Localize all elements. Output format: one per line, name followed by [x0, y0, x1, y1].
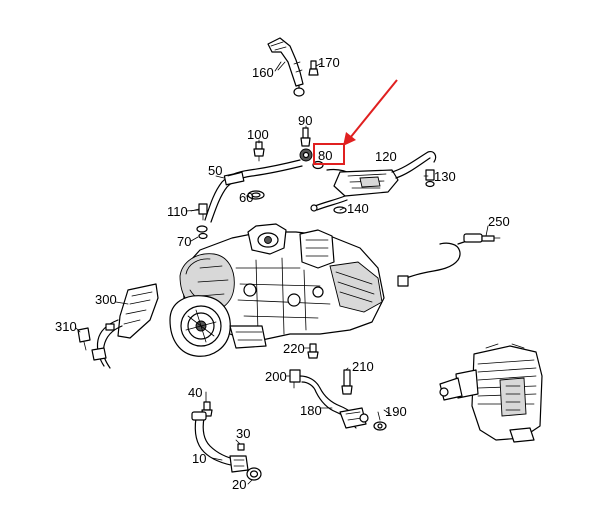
part-labels: 160 170 90 100 80 120 130 140 50 60 110 … [55, 55, 510, 492]
label-250: 250 [488, 214, 510, 229]
label-140: 140 [347, 201, 369, 216]
label-160: 160 [252, 65, 274, 80]
label-300: 300 [95, 292, 117, 307]
label-50: 50 [208, 163, 222, 178]
line-120-drawing [310, 151, 437, 214]
label-100: 100 [247, 127, 269, 142]
heatshield-300-drawing [77, 283, 159, 369]
label-60: 60 [239, 190, 253, 205]
label-190: 190 [385, 404, 407, 419]
highlight-arrow-head [343, 132, 356, 146]
label-20: 20 [232, 477, 246, 492]
label-180: 180 [300, 403, 322, 418]
label-70: 70 [177, 234, 191, 249]
label-30: 30 [236, 426, 250, 441]
label-10: 10 [192, 451, 206, 466]
egr-cooler-drawing [439, 343, 543, 443]
leader-lines [75, 61, 489, 485]
turbocharger-drawing [169, 223, 385, 357]
label-90: 90 [298, 113, 312, 128]
label-80: 80 [318, 148, 332, 163]
pipe-160-drawing [267, 37, 323, 97]
line-180-drawing [289, 343, 391, 431]
label-130: 130 [434, 169, 456, 184]
label-200: 200 [265, 369, 287, 384]
label-220: 220 [283, 341, 305, 356]
label-110: 110 [167, 204, 188, 219]
label-170: 170 [318, 55, 340, 70]
highlight-box [313, 143, 345, 165]
label-210: 210 [352, 359, 374, 374]
label-120: 120 [375, 149, 397, 164]
label-310: 310 [55, 319, 77, 334]
sensor-250-drawing [397, 233, 501, 287]
pipe-10-drawing [191, 401, 262, 481]
highlight-arrow [349, 79, 398, 139]
label-40: 40 [188, 385, 202, 400]
highlight-callout [313, 79, 398, 165]
line-50-drawing [190, 159, 303, 240]
